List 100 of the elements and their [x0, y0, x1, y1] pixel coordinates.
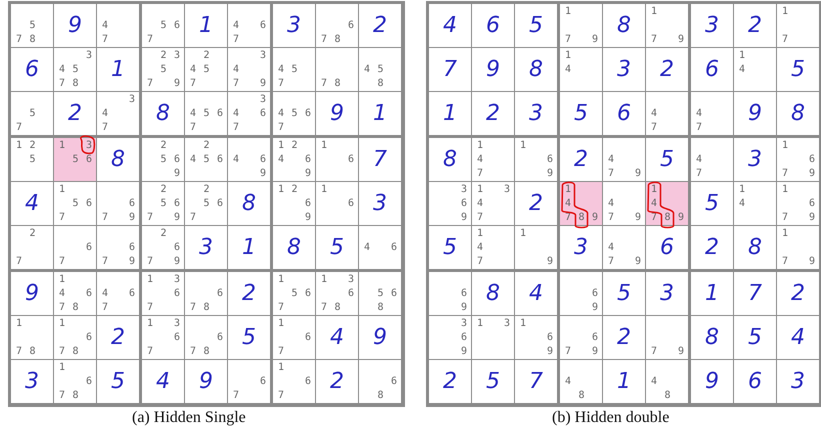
candidate-digits: 4 7 9 — [603, 226, 645, 269]
candidate-digits: 1 6 7 9 — [777, 138, 819, 181]
given-digit: 8 — [515, 48, 557, 91]
candidate-digits: 1 4 — [734, 182, 776, 225]
given-digit: 8 — [142, 92, 184, 135]
candidate-digits: 4 6 9 — [228, 138, 270, 181]
candidate-digits: 6 7 9 — [97, 226, 139, 269]
given-digit: 1 — [359, 92, 401, 135]
candidate-digits: 6 7 8 — [185, 316, 227, 359]
given-digit: 2 — [359, 4, 401, 47]
given-digit: 6 — [11, 48, 53, 91]
candidate-digits: 1 3 6 7 8 — [316, 272, 358, 315]
candidate-digits: 1 4 7 — [472, 226, 514, 269]
candidate-digits: 6 7 9 — [560, 316, 602, 359]
candidate-digits: 1 3 4 7 — [472, 182, 514, 225]
given-digit: 5 — [316, 226, 358, 269]
given-digit: 3 — [777, 360, 819, 403]
given-digit: 8 — [777, 92, 819, 135]
given-digit: 9 — [185, 360, 227, 403]
candidate-digits: 6 9 — [560, 272, 602, 315]
candidate-digits: 1 7 9 — [777, 226, 819, 269]
candidate-digits: 3 4 7 — [97, 92, 139, 135]
given-digit: 9 — [316, 92, 358, 135]
highlighted-candidates: 1 4 7 8 9 — [646, 182, 688, 225]
given-digit: 3 — [273, 4, 315, 47]
candidate-digits: 1 6 9 — [515, 316, 557, 359]
candidate-digits: 4 5 7 — [273, 48, 315, 91]
candidate-digits: 4 5 8 — [359, 48, 401, 91]
candidate-digits: 4 7 — [691, 92, 733, 135]
highlighted-candidates: 1 3 5 6 — [54, 138, 96, 181]
candidate-digits: 3 4 6 7 — [228, 92, 270, 135]
given-digit: 5 — [734, 316, 776, 359]
given-digit: 8 — [429, 138, 471, 181]
candidate-digits: 2 4 5 7 — [185, 48, 227, 91]
candidate-digits: 4 7 9 — [603, 182, 645, 225]
given-digit: 7 — [429, 48, 471, 91]
given-digit: 2 — [603, 316, 645, 359]
candidate-digits: 5 6 7 — [142, 4, 184, 47]
given-digit: 4 — [316, 316, 358, 359]
given-digit: 9 — [11, 272, 53, 315]
given-digit: 8 — [603, 4, 645, 47]
candidate-digits: 1 7 9 — [560, 4, 602, 47]
given-digit: 9 — [691, 360, 733, 403]
candidate-digits: 1 9 — [515, 226, 557, 269]
candidate-digits: 4 7 — [646, 92, 688, 135]
given-digit: 6 — [472, 4, 514, 47]
given-digit: 4 — [429, 4, 471, 47]
given-digit: 9 — [472, 48, 514, 91]
candidate-digits: 6 8 — [359, 360, 401, 403]
candidate-digits: 2 4 5 6 — [185, 138, 227, 181]
candidate-digits: 1 7 9 — [646, 4, 688, 47]
candidate-digits: 1 4 — [734, 48, 776, 91]
given-digit: 9 — [54, 4, 96, 47]
given-digit: 8 — [228, 182, 270, 225]
candidate-digits: 1 6 7 — [273, 360, 315, 403]
candidate-digits: 2 6 7 9 — [142, 226, 184, 269]
given-digit: 6 — [603, 92, 645, 135]
given-digit: 2 — [560, 138, 602, 181]
given-digit: 2 — [472, 92, 514, 135]
candidate-digits: 2 5 6 9 — [142, 138, 184, 181]
given-digit: 8 — [273, 226, 315, 269]
candidate-digits: 1 3 6 7 — [142, 316, 184, 359]
given-digit: 1 — [429, 92, 471, 135]
candidate-digits: 1 3 6 7 — [142, 272, 184, 315]
given-digit: 2 — [316, 360, 358, 403]
candidate-digits: 1 7 8 — [11, 316, 53, 359]
given-digit: 3 — [515, 92, 557, 135]
given-digit: 3 — [185, 226, 227, 269]
given-digit: 1 — [691, 272, 733, 315]
given-digit: 5 — [472, 360, 514, 403]
given-digit: 2 — [515, 182, 557, 225]
given-digit: 1 — [185, 4, 227, 47]
candidate-digits: 4 5 6 7 — [273, 92, 315, 135]
given-digit: 2 — [734, 4, 776, 47]
candidate-digits: 5 7 8 — [11, 4, 53, 47]
given-digit: 5 — [646, 138, 688, 181]
candidate-digits: 4 7 — [97, 4, 139, 47]
candidate-digits: 4 6 — [359, 226, 401, 269]
given-digit: 2 — [429, 360, 471, 403]
candidate-digits: 7 9 — [646, 316, 688, 359]
given-digit: 5 — [560, 92, 602, 135]
given-digit: 4 — [515, 272, 557, 315]
candidate-digits: 3 6 9 — [429, 316, 471, 359]
candidate-digits: 1 6 7 — [273, 316, 315, 359]
candidate-digits: 1 4 — [560, 48, 602, 91]
caption: (a) Hidden Single — [132, 409, 246, 427]
candidate-digits: 3 4 7 9 — [228, 48, 270, 91]
candidate-digits: 1 6 7 8 — [54, 360, 96, 403]
candidate-digits: 6 7 8 — [185, 272, 227, 315]
candidate-digits: 5 7 — [11, 92, 53, 135]
candidate-digits: 1 7 — [777, 4, 819, 47]
given-digit: 5 — [228, 316, 270, 359]
candidate-digits: 1 6 — [316, 138, 358, 181]
given-digit: 2 — [97, 316, 139, 359]
given-digit: 5 — [97, 360, 139, 403]
candidate-digits: 4 5 6 7 — [185, 92, 227, 135]
candidate-digits: 6 7 9 — [97, 182, 139, 225]
given-digit: 5 — [777, 48, 819, 91]
candidate-digits: 1 2 4 6 9 — [273, 138, 315, 181]
given-digit: 8 — [97, 138, 139, 181]
